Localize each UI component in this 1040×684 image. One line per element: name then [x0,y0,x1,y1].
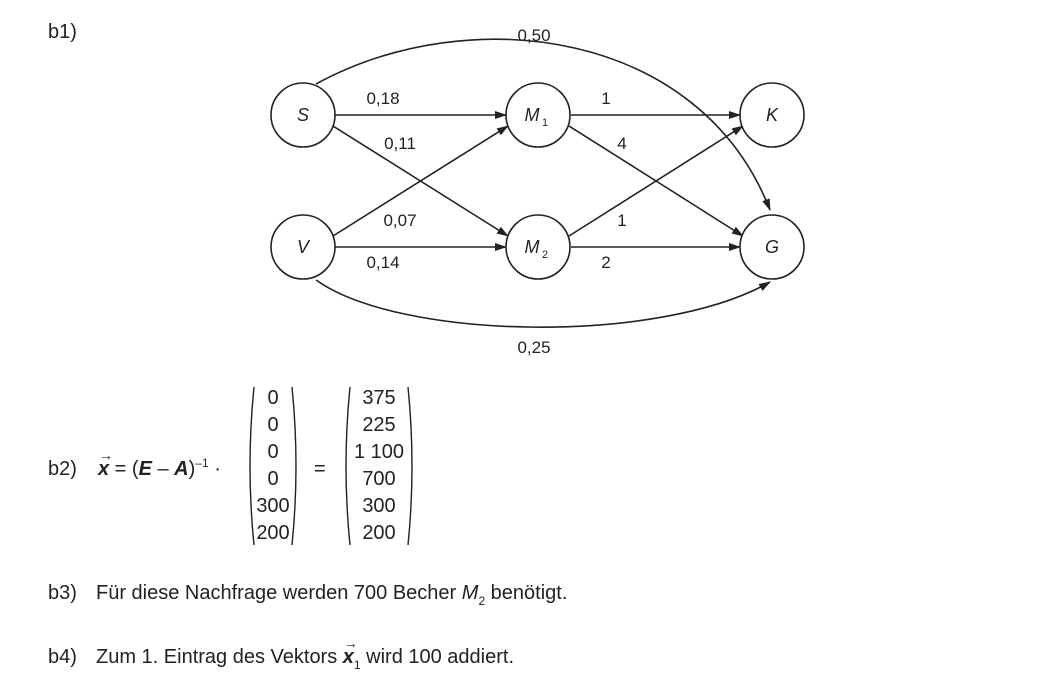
edge-s-m1-label: 0,18 [366,89,399,108]
node-v: V [270,214,336,280]
demand-vector-entry: 300 [256,495,290,517]
production-vector-entry: 300 [362,495,396,517]
demand-vector-entry: 0 [267,468,279,490]
node-s: S [270,82,336,148]
edge-s-g [315,38,771,211]
production-vector-entry: 225 [362,414,396,436]
node-m1: M 1 [505,82,571,148]
demand-vector-entry: 0 [267,387,279,409]
part-b1-label: b1) [48,21,77,43]
vector-parentheses [249,386,297,546]
production-vector-entry: 375 [362,387,396,409]
vector-parentheses [345,386,413,546]
edge-m2-k-label: 1 [617,211,626,230]
vector-arrow-icon: → [99,447,113,463]
part-b3-label: b3) [48,582,77,604]
edge-v-g-label: 0,25 [517,338,550,357]
production-vector-entry: 1 100 [353,441,405,463]
node-g-label: G [765,237,779,257]
node-m1-label: M [525,105,540,125]
edge-s-m2-label: 0,11 [384,134,416,153]
demand-vector: 0 0 0 0 300 200 [244,385,302,547]
edge-v-m1-label: 0,07 [383,211,416,230]
edge-m1-k-label: 1 [601,89,610,108]
demand-vector-entry: 0 [267,441,279,463]
node-m1-subscript: 1 [542,117,548,129]
edge-m2-k [568,125,744,237]
part-b4-label: b4) [48,646,77,668]
node-m2-subscript: 2 [542,249,548,261]
node-k: K [739,82,805,148]
b3-answer-text: Für diese Nachfrage werden 700 Becher M2… [96,582,568,608]
vector-arrow-icon: → [343,635,358,651]
node-s-label: S [297,105,309,125]
node-v-label: V [297,237,311,257]
edge-v-g [315,279,771,328]
b4-answer-text: Zum 1. Eintrag des Vektors →x1 wird 100 … [96,635,514,672]
b2-equation-lhs: →x = (E – A)–1 · [98,447,221,484]
demand-vector-entry: 0 [267,414,279,436]
production-vector-cells: 375 225 1 100 700 300 200 [340,385,418,547]
edge-v-m2-label: 0,14 [366,253,399,272]
b2-equals: = [314,458,326,480]
node-m2-label: M [525,237,540,257]
edge-m2-g-label: 2 [601,253,610,272]
edge-m1-g-label: 4 [617,134,626,153]
vector-x-symbol: →x [98,447,113,482]
demand-vector-entry: 200 [256,522,290,544]
edge-s-g-label: 0,50 [517,26,550,45]
production-vector-entry: 200 [362,522,396,544]
part-b2-label: b2) [48,458,77,480]
vector-x1-symbol: →x [343,635,358,670]
node-m2: M 2 [505,214,571,280]
production-vector-entry: 700 [362,468,396,490]
edge-v-m1 [332,125,509,237]
production-vector: 375 225 1 100 700 300 200 [340,385,418,547]
node-g: G [739,214,805,280]
node-k-label: K [766,105,779,125]
demand-vector-cells: 0 0 0 0 300 200 [244,385,302,547]
